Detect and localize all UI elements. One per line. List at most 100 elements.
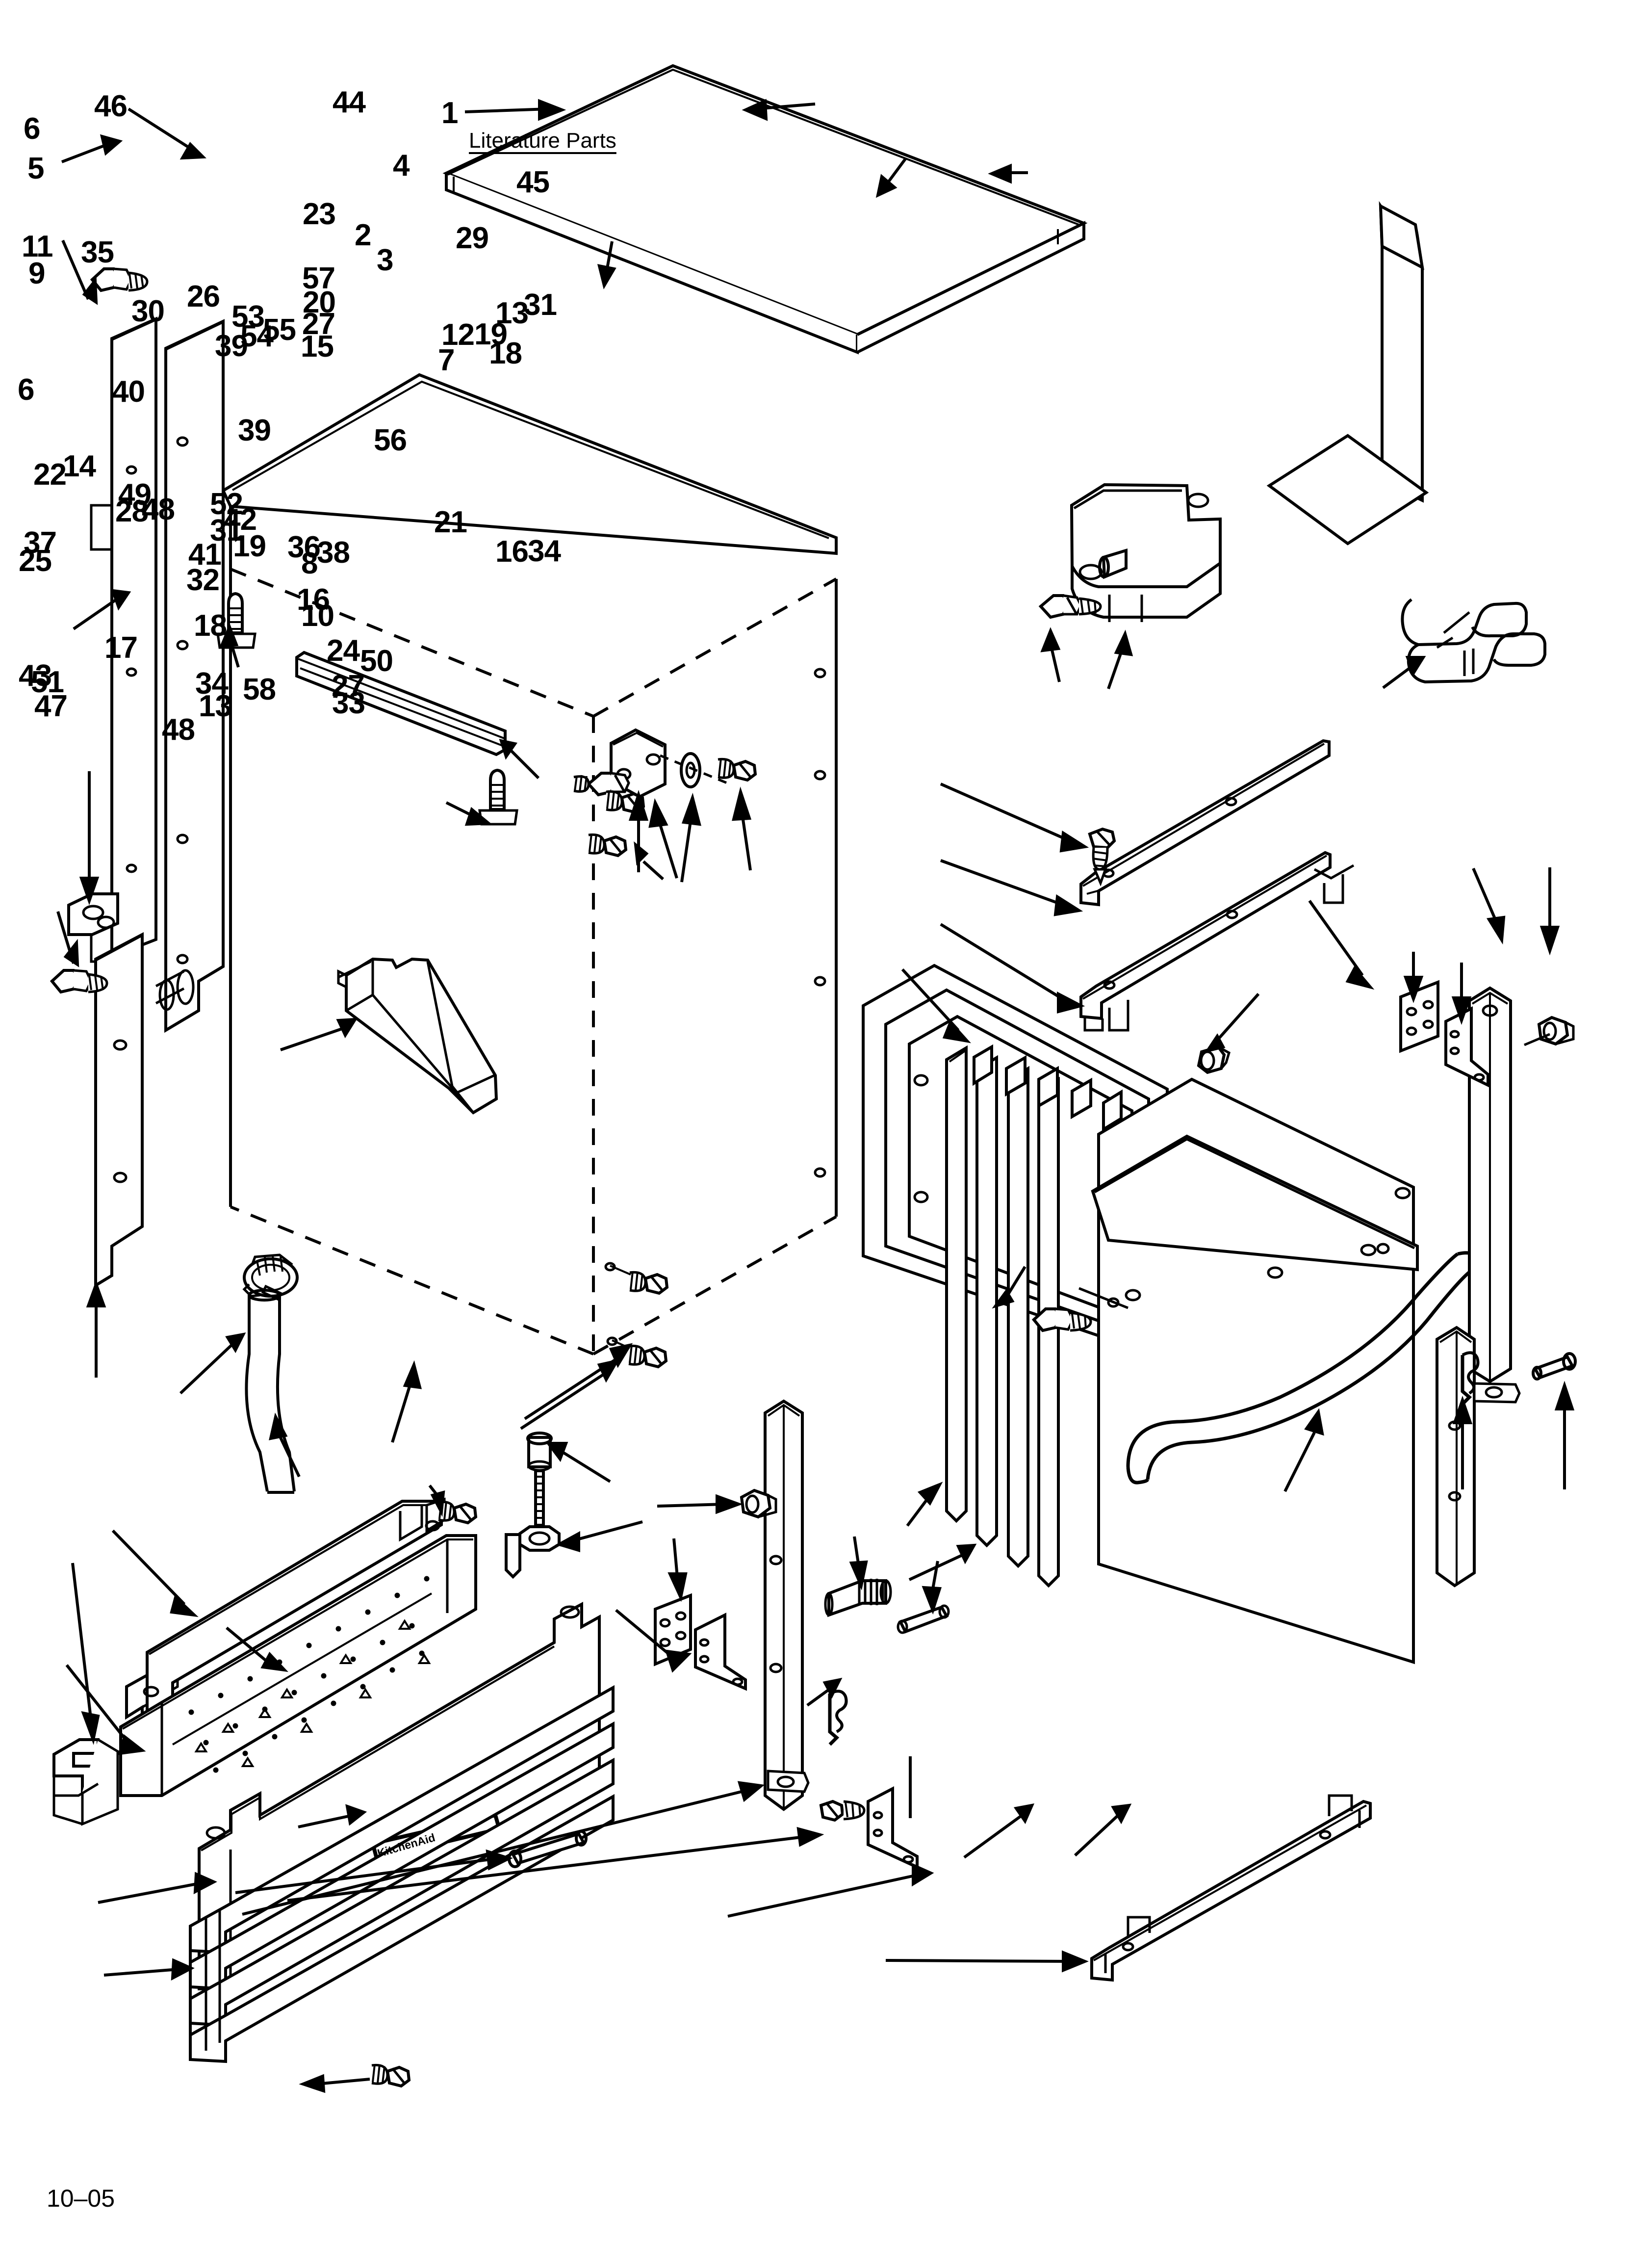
part-drain-hose	[245, 1289, 296, 1494]
part-toe-panel-bracket	[125, 1497, 446, 1734]
part-leveling-leg	[518, 1469, 561, 1552]
screw-6a	[90, 267, 149, 292]
screw-39c	[604, 1262, 669, 1295]
part-hinge-plate-lower	[654, 1593, 692, 1667]
callout-number-13a: 13	[495, 296, 529, 330]
callout-number-12: 12	[441, 318, 475, 352]
callout-number-31a: 31	[524, 288, 557, 322]
screw-55	[718, 757, 757, 782]
callout-number-10: 10	[301, 599, 334, 633]
callout-number-27b: 27	[332, 669, 365, 703]
callout-number-17: 17	[104, 631, 138, 665]
part-bracket-upper-right	[1444, 1006, 1489, 1088]
part-rail-upper	[1079, 739, 1331, 907]
callout-number-26: 26	[187, 280, 220, 313]
part-nut-b	[740, 1488, 777, 1519]
callout-number-32: 32	[186, 563, 220, 597]
callout-number-48b: 48	[162, 713, 195, 747]
strike-assembly-axis	[660, 754, 732, 786]
leader-lines	[56, 99, 1575, 2093]
part-nut-a	[1524, 1016, 1575, 1046]
screw-39d	[606, 1336, 668, 1369]
part-door-top-strip	[973, 1044, 1123, 1132]
callout-number-29: 29	[456, 221, 489, 255]
callout-number-33: 33	[332, 686, 365, 720]
part-air-duct	[337, 957, 498, 1115]
callout-number-11: 11	[22, 230, 53, 263]
callout-number-1: 1	[441, 96, 458, 130]
callout-number-50: 50	[360, 644, 393, 678]
callout-number-44: 44	[333, 85, 366, 119]
callout-number-58: 58	[243, 673, 276, 706]
screw-48b	[371, 2063, 411, 2088]
screw-6b	[50, 969, 108, 994]
part-top-panel-inner	[221, 373, 838, 555]
callout-number-6a: 6	[24, 112, 40, 146]
callout-number-45: 45	[516, 165, 550, 199]
callout-number-3: 3	[377, 243, 393, 277]
callout-number-35: 35	[81, 235, 114, 269]
callout-number-54: 54	[240, 319, 274, 353]
part-rail-lower	[1079, 851, 1355, 1032]
part-roller-sleeve	[1098, 548, 1128, 579]
callout-number-7: 7	[438, 343, 455, 377]
callout-number-37: 37	[24, 526, 57, 560]
callout-number-16a: 16	[495, 535, 529, 569]
callout-number-42: 42	[224, 503, 257, 537]
callout-number-14: 14	[63, 449, 96, 483]
callout-number-39a: 39	[215, 329, 248, 363]
part-clip	[1401, 598, 1546, 684]
callout-number-56: 56	[374, 423, 407, 457]
part-top-panel	[442, 64, 1088, 355]
part-rail-bottom-right	[1090, 1794, 1372, 1982]
callout-number-43: 43	[19, 659, 52, 693]
callout-number-21: 21	[434, 505, 467, 539]
callout-number-20: 20	[303, 286, 336, 319]
callout-number-16b: 16	[297, 583, 330, 617]
callout-number-40: 40	[112, 375, 145, 409]
callout-number-27a: 27	[302, 307, 335, 341]
callout-number-53: 53	[231, 300, 265, 334]
screw-56	[1031, 1307, 1092, 1332]
callout-number-36: 36	[287, 530, 321, 564]
part-cotter-clip-a	[828, 1690, 848, 1746]
callout-number-13b: 13	[199, 689, 232, 723]
screw-2	[1038, 594, 1102, 619]
callout-number-41: 41	[188, 538, 222, 572]
part-side-panel	[94, 319, 225, 1288]
part-rod	[505, 1533, 521, 1579]
callout-number-22: 22	[33, 458, 67, 492]
callout-number-51: 51	[31, 665, 64, 699]
screw-30	[478, 768, 518, 826]
callout-number-5: 5	[27, 152, 44, 185]
callout-number-55: 55	[263, 313, 296, 347]
part-door-channels	[945, 1045, 1060, 1588]
screw-48a	[438, 1500, 478, 1525]
part-center-channel	[764, 1399, 810, 1811]
screw-57	[1088, 827, 1116, 886]
part-upper-track	[295, 651, 507, 756]
callout-number-15: 15	[301, 330, 334, 364]
part-insulation	[119, 1534, 477, 1797]
callout-number-49: 49	[118, 478, 152, 512]
callout-number-8: 8	[301, 547, 318, 580]
callout-number-25: 25	[19, 544, 52, 578]
callout-number-19b: 19	[233, 529, 266, 563]
part-corner-bracket	[867, 1786, 919, 1870]
callout-number-47: 47	[34, 689, 68, 723]
part-right-channel-upper	[1468, 986, 1512, 1383]
callout-number-18a: 18	[489, 337, 522, 370]
callout-number-6b: 6	[18, 373, 34, 407]
part-door-outer-panel	[1078, 1077, 1419, 1665]
part-spring	[824, 1579, 892, 1617]
cabinet-rear-wall	[814, 579, 838, 1217]
callout-number-39b: 39	[238, 414, 271, 447]
part-side-trim-left	[90, 316, 157, 963]
group-label-literature-parts: Literature Parts	[469, 129, 616, 153]
screw-23	[573, 772, 630, 797]
screw-39b	[588, 833, 628, 858]
part-hose-clamp	[242, 1253, 299, 1301]
screw-58	[819, 1799, 866, 1822]
